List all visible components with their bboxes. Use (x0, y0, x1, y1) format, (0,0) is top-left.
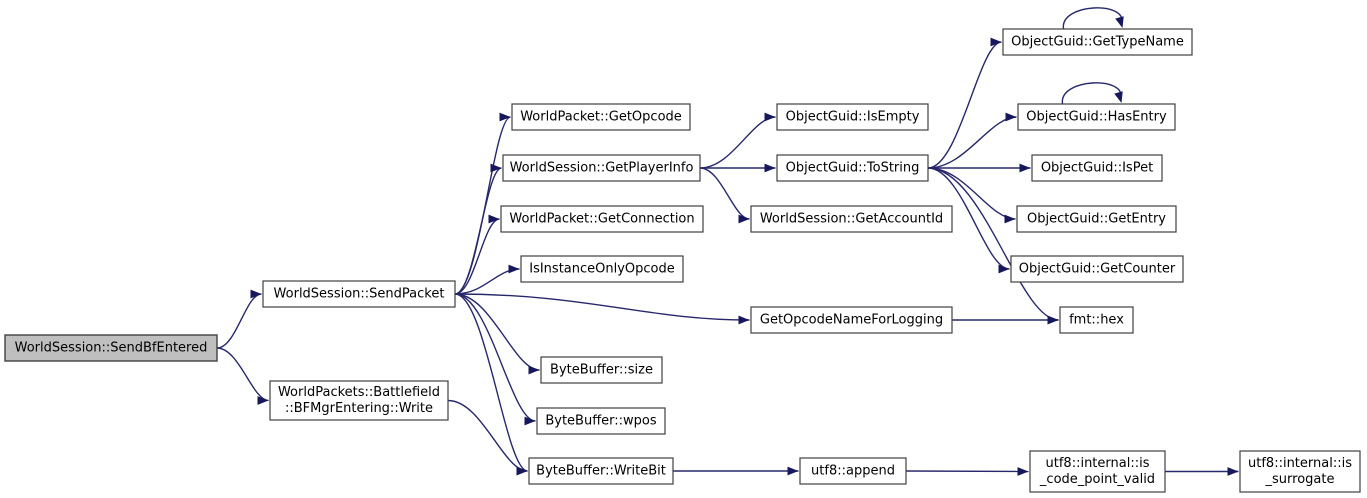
edge-tostring-to-hasentry (927, 112, 1017, 169)
graph-node-isempty[interactable]: ObjectGuid::IsEmpty (776, 103, 929, 131)
edge-tostring-to-gettypename (927, 37, 1002, 169)
graph-node-bbsize[interactable]: ByteBuffer::size (540, 356, 663, 384)
edge-getplayerinfo-to-isempty (699, 112, 776, 169)
graph-node-isinstanceonly[interactable]: IsInstanceOnlyOpcode (520, 255, 684, 283)
graph-node-label: ObjectGuid::GetEntry (1027, 212, 1166, 227)
graph-node-label: ObjectGuid::GetCounter (1019, 262, 1176, 277)
graph-node-sendbfentered[interactable]: WorldSession::SendBfEntered (4, 334, 218, 362)
graph-node-getaccountid[interactable]: WorldSession::GetAccountId (750, 205, 953, 233)
graph-node-fmthex[interactable]: fmt::hex (1059, 306, 1134, 334)
edge-sendpacket-to-bbwpos (454, 293, 536, 426)
graph-node-getopcodename[interactable]: GetOpcodeNameForLogging (750, 306, 953, 334)
edge-sendbfentered-to-sendpacket (216, 289, 262, 349)
edge-tostring-to-fmthex (927, 167, 1059, 325)
graph-node-getconnection[interactable]: WorldPacket::GetConnection (500, 205, 704, 233)
graph-node-tostring[interactable]: ObjectGuid::ToString (776, 154, 929, 182)
edge-getopcodename-to-fmthex (952, 315, 1059, 325)
graph-node-label: utf8::append (811, 464, 895, 479)
edge-sendbfentered-to-bfmgrentering (216, 347, 269, 405)
graph-node-label: ByteBuffer::size (550, 363, 653, 378)
edge-bbwritebit-to-utf8append (673, 466, 799, 476)
graph-node-issurrogate[interactable]: utf8::internal::is_surrogate (1239, 450, 1361, 493)
graph-node-label: _surrogate (1265, 472, 1335, 487)
edge-sendpacket-to-getconnection (454, 214, 500, 295)
graph-node-label: ByteBuffer::wpos (545, 414, 657, 429)
graph-node-bfmgrentering[interactable]: WorldPackets::Battlefield::BFMgrEntering… (269, 380, 449, 421)
graph-node-getcounter[interactable]: ObjectGuid::GetCounter (1010, 255, 1184, 283)
graph-node-label: WorldSession::SendBfEntered (15, 341, 208, 356)
graph-node-label: ObjectGuid::IsEmpty (786, 110, 920, 125)
graph-node-label: WorldSession::GetAccountId (760, 212, 943, 227)
graph-node-getentry[interactable]: ObjectGuid::GetEntry (1016, 205, 1177, 233)
graph-node-label: utf8::internal::is (1046, 456, 1150, 471)
graph-node-label: ObjectGuid::GetTypeName (1011, 35, 1184, 50)
graph-node-getplayerinfo[interactable]: WorldSession::GetPlayerInfo (502, 154, 701, 182)
edge-sendpacket-to-bbwritebit (454, 293, 528, 476)
edge-sendpacket-to-getplayerinfo (454, 163, 502, 295)
edge-sendpacket-to-bbsize (454, 293, 540, 375)
graph-node-ispet[interactable]: ObjectGuid::IsPet (1031, 154, 1163, 182)
graph-node-bbwritebit[interactable]: ByteBuffer::WriteBit (528, 457, 674, 485)
graph-node-label: WorldPacket::GetOpcode (520, 110, 682, 125)
graph-node-label: IsInstanceOnlyOpcode (529, 262, 675, 277)
graph-node-label: WorldSession::GetPlayerInfo (510, 161, 694, 176)
edge-layer (216, 7, 1239, 476)
graph-node-label: utf8::internal::is (1248, 456, 1352, 471)
node-layer: WorldSession::SendBfEntered WorldSession:… (4, 28, 1361, 493)
edge-sendpacket-to-isinstanceonly (454, 264, 520, 295)
edge-utf8append-to-iscodepointvalid (905, 467, 1029, 476)
graph-node-getopcode[interactable]: WorldPacket::GetOpcode (511, 103, 691, 131)
edge-bfmgrentering-to-bbwritebit (447, 399, 528, 476)
edge-getplayerinfo-to-getaccountid (699, 167, 750, 224)
graph-node-sendpacket[interactable]: WorldSession::SendPacket (262, 280, 456, 308)
graph-node-label: fmt::hex (1069, 313, 1124, 328)
graph-node-label: GetOpcodeNameForLogging (760, 313, 943, 328)
graph-node-iscodepointvalid[interactable]: utf8::internal::is_code_point_valid (1029, 450, 1166, 493)
edge-tostring-to-ispet (928, 163, 1031, 173)
graph-node-hasentry[interactable]: ObjectGuid::HasEntry (1017, 103, 1176, 131)
graph-node-label: ::BFMgrEntering::Write (285, 401, 433, 416)
edge-tostring-to-getcounter (927, 167, 1010, 274)
graph-node-label: ObjectGuid::IsPet (1041, 161, 1153, 176)
edge-iscodepointvalid-to-issurrogate (1165, 467, 1239, 476)
edge-gettypename-to-gettypename (1062, 7, 1124, 30)
edge-sendpacket-to-getopcode (454, 112, 511, 295)
graph-node-label: ObjectGuid::ToString (786, 161, 920, 176)
graph-node-utf8append[interactable]: utf8::append (799, 457, 907, 485)
edge-hasentry-to-hasentry (1061, 82, 1123, 105)
graph-node-label: WorldPackets::Battlefield (278, 385, 440, 400)
graph-node-label: WorldPacket::GetConnection (509, 212, 694, 227)
graph-node-label: ObjectGuid::HasEntry (1026, 110, 1167, 125)
graph-node-gettypename[interactable]: ObjectGuid::GetTypeName (1002, 28, 1193, 56)
graph-node-label: ByteBuffer::WriteBit (536, 464, 666, 479)
edge-sendpacket-to-getopcodename (454, 293, 750, 325)
graph-node-bbwpos[interactable]: ByteBuffer::wpos (536, 407, 666, 435)
graph-node-label: WorldSession::SendPacket (274, 287, 445, 302)
edge-getplayerinfo-to-tostring (700, 163, 776, 173)
graph-node-label: _code_point_valid (1039, 472, 1155, 487)
